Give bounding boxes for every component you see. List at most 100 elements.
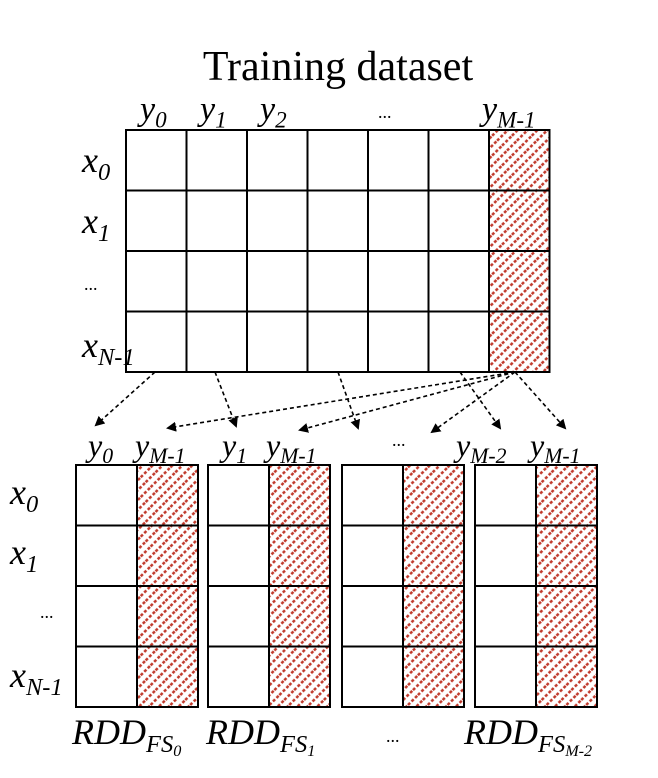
matrix-cell	[246, 250, 309, 313]
matrix-cell	[341, 524, 404, 587]
rdd-partition	[207, 464, 331, 708]
matrix-cell	[125, 250, 188, 313]
column-label: y2	[257, 91, 287, 133]
partition-arrow	[166, 371, 516, 432]
matrix-cell	[367, 189, 430, 252]
rdd-label: RDDFSM-2	[463, 712, 592, 760]
matrix-cell	[75, 464, 138, 527]
label-cell	[137, 465, 198, 526]
rdd-partition	[341, 464, 465, 708]
matrix-cell	[427, 189, 490, 252]
matrix-cell	[268, 645, 331, 708]
column-label: y1	[197, 91, 227, 133]
label-cell	[536, 586, 597, 647]
matrix-cell	[246, 189, 309, 252]
matrix-cell	[427, 250, 490, 313]
row-label: x0	[81, 140, 110, 186]
matrix-cell	[535, 645, 598, 708]
matrix-cell	[367, 310, 430, 373]
matrix-cell	[185, 189, 248, 252]
matrix-cell	[246, 129, 309, 192]
partition-arrow	[214, 371, 238, 428]
matrix-cell	[474, 585, 537, 648]
matrix-cell	[75, 645, 138, 708]
matrix-cell	[306, 189, 369, 252]
matrix-cell	[306, 250, 369, 313]
matrix-cell	[488, 310, 551, 373]
label-cell	[403, 465, 464, 526]
partition-column-label: ...	[392, 430, 406, 450]
partition-row-label: x0	[9, 472, 38, 518]
matrix-cell	[207, 524, 270, 587]
label-cell	[489, 311, 550, 372]
label-cell	[489, 130, 550, 191]
column-label: ...	[378, 102, 392, 122]
column-label: yM-1	[479, 91, 536, 133]
matrix-cell	[427, 129, 490, 192]
partition-column-label: yM-1	[527, 427, 580, 468]
label-cell	[403, 646, 464, 707]
partition-arrow	[94, 371, 156, 427]
matrix-cell	[136, 645, 199, 708]
label-cell	[269, 525, 330, 586]
label-cell	[403, 586, 464, 647]
partition-column-label: yM-2	[453, 427, 507, 468]
label-cell	[269, 465, 330, 526]
row-label: xN-1	[81, 325, 135, 371]
partition-row-label: xN-1	[9, 655, 63, 701]
matrix-cell	[341, 585, 404, 648]
matrix-cell	[474, 464, 537, 527]
matrix-cell	[306, 310, 369, 373]
label-cell	[137, 646, 198, 707]
matrix-cell	[185, 250, 248, 313]
matrix-cell	[367, 129, 430, 192]
label-cell	[269, 586, 330, 647]
label-cell	[489, 190, 550, 251]
rdd-label: RDDFS1	[205, 712, 315, 760]
matrix-cell	[125, 129, 188, 192]
matrix-cell	[306, 129, 369, 192]
matrix-cell	[341, 464, 404, 527]
matrix-cell	[246, 310, 309, 373]
label-cell	[269, 646, 330, 707]
matrix-cell	[207, 464, 270, 527]
diagram-title: Training dataset	[203, 44, 474, 90]
matrix-cell	[125, 189, 188, 252]
matrix-cell	[75, 585, 138, 648]
partition-arrow	[298, 371, 516, 433]
matrix-cell	[75, 524, 138, 587]
partition-column-label: y0	[85, 427, 113, 468]
label-cell	[536, 525, 597, 586]
matrix-cell	[341, 645, 404, 708]
label-cell	[536, 465, 597, 526]
partition-arrow	[514, 371, 567, 430]
label-cell	[403, 525, 464, 586]
partition-arrows	[94, 371, 567, 434]
rdd-partition	[75, 464, 199, 708]
partition-arrow	[430, 371, 516, 434]
matrix-cell	[427, 310, 490, 373]
matrix-cell	[207, 645, 270, 708]
matrix-cell	[474, 645, 537, 708]
label-cell	[489, 251, 550, 312]
partition-row-label: ...	[40, 602, 54, 622]
partition-row-label: x1	[9, 532, 38, 578]
row-label: ...	[84, 274, 98, 294]
matrix-cell	[125, 310, 188, 373]
partition-arrow	[337, 371, 361, 430]
matrix-cell	[474, 524, 537, 587]
label-cell	[137, 586, 198, 647]
matrix-cell	[207, 585, 270, 648]
partition-column-label: yM-1	[263, 427, 316, 468]
row-label: x1	[81, 201, 110, 247]
partition-column-label: yM-1	[132, 427, 185, 468]
label-cell	[137, 525, 198, 586]
matrix-cell	[402, 645, 465, 708]
rdd-label: ...	[386, 726, 400, 746]
matrix-cell	[185, 310, 248, 373]
matrix-cell	[185, 129, 248, 192]
label-cell	[536, 646, 597, 707]
